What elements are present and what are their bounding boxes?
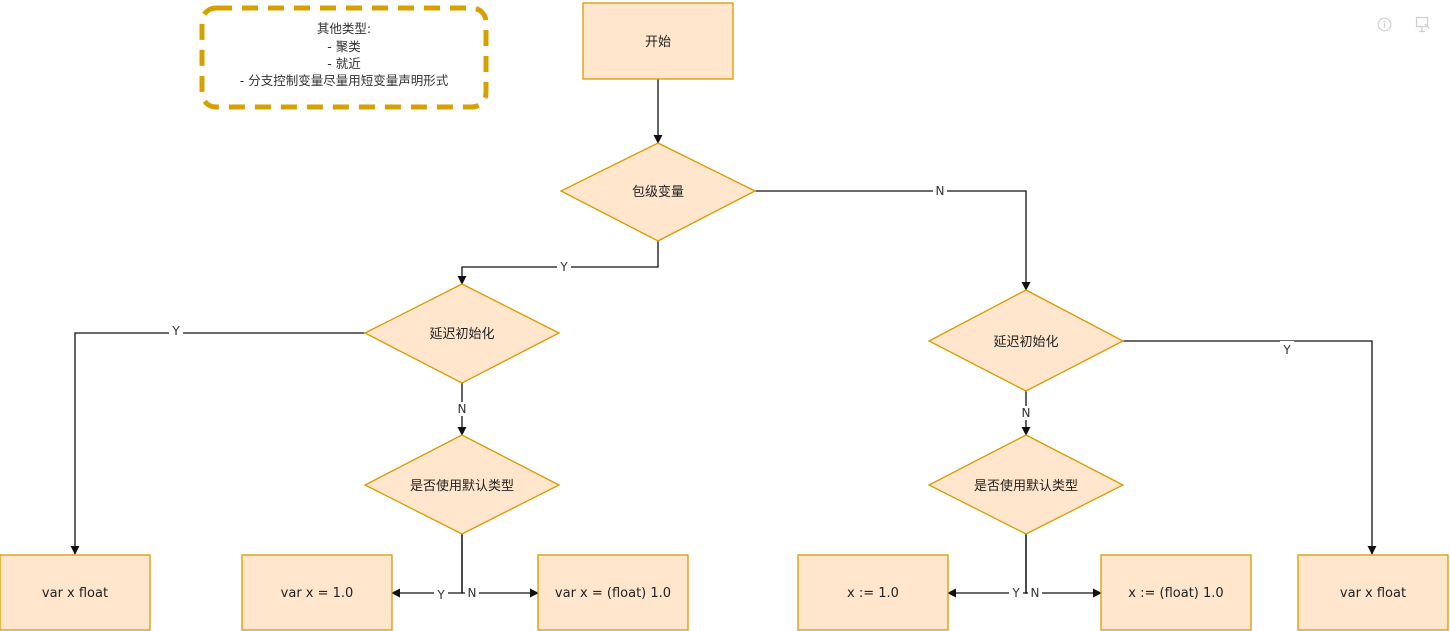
edge-label-lazy-right-yes: Y <box>1282 343 1291 357</box>
lazy-init-left-label: 延迟初始化 <box>429 327 494 342</box>
note-line-nearby: - 就近 <box>327 56 361 71</box>
x-short-1-node[interactable]: x := 1.0 <box>797 554 949 631</box>
edge-label-default-right-no: N <box>1031 586 1040 600</box>
package-var-decision[interactable]: 包级变量 <box>559 142 757 242</box>
var-x-eq-1-node[interactable]: var x = 1.0 <box>241 554 393 631</box>
edge-label-default-right-yes: Y <box>1011 586 1020 600</box>
var-x-eq-1-label: var x = 1.0 <box>281 586 354 601</box>
edge-lazy-right-yes[interactable] <box>1123 340 1377 555</box>
var-x-float-right-label: var x float <box>1340 586 1406 601</box>
pin-icon[interactable] <box>1415 16 1431 36</box>
edge-label-lazy-left-yes: Y <box>171 324 180 338</box>
default-type-left-decision[interactable]: 是否使用默认类型 <box>363 434 561 535</box>
note-title: 其他类型: <box>317 21 371 36</box>
start-node-label: 开始 <box>645 35 671 50</box>
var-x-eq-float-label: var x = (float) 1.0 <box>555 586 671 601</box>
default-type-right-label: 是否使用默认类型 <box>974 478 1078 494</box>
lazy-init-left-decision[interactable]: 延迟初始化 <box>363 283 561 384</box>
x-short-1-label: x := 1.0 <box>847 586 899 601</box>
edge-default-left-no[interactable] <box>461 534 539 598</box>
start-node[interactable]: 开始 <box>582 2 734 80</box>
default-type-right-decision[interactable]: 是否使用默认类型 <box>927 434 1125 535</box>
note-line-branch: - 分支控制变量尽量用短变量声明形式 <box>240 73 449 88</box>
edge-lazy-left-yes[interactable] <box>70 332 365 555</box>
edge-default-right-yes[interactable] <box>947 534 1027 598</box>
note-box[interactable]: 其他类型: - 聚类 - 就近 - 分支控制变量尽量用短变量声明形式 <box>199 5 489 110</box>
lazy-init-right-label: 延迟初始化 <box>993 335 1058 350</box>
x-short-float-label: x := (float) 1.0 <box>1128 586 1223 601</box>
edge-label-lazy-right-no: N <box>1022 406 1031 420</box>
note-line-cluster: - 聚类 <box>327 39 361 54</box>
package-var-label: 包级变量 <box>632 184 684 200</box>
edge-label-pkg-no: N <box>936 184 945 198</box>
default-type-left-label: 是否使用默认类型 <box>410 478 514 494</box>
var-x-float-left-node[interactable]: var x float <box>0 554 151 631</box>
edge-label-default-left-yes: Y <box>436 588 445 602</box>
edge-package-var-no[interactable] <box>755 190 1031 291</box>
var-x-float-left-label: var x float <box>42 586 108 601</box>
lazy-init-right-decision[interactable]: 延迟初始化 <box>927 289 1125 392</box>
edge-labels: Y N Y N Y N Y N Y N <box>169 184 1294 602</box>
note-border <box>199 5 489 110</box>
edge-label-pkg-yes: Y <box>559 260 568 274</box>
x-short-float-node[interactable]: x := (float) 1.0 <box>1100 554 1252 631</box>
edge-label-lazy-left-no: N <box>458 402 467 416</box>
var-x-float-right-node[interactable]: var x float <box>1297 554 1449 631</box>
var-x-eq-float-node[interactable]: var x = (float) 1.0 <box>537 554 689 631</box>
edge-label-default-left-no: N <box>468 586 477 600</box>
edge-default-right-no[interactable] <box>1025 534 1102 598</box>
edge-default-left-yes[interactable] <box>391 534 463 598</box>
info-icon[interactable] <box>1377 17 1392 35</box>
edges <box>70 79 1377 598</box>
